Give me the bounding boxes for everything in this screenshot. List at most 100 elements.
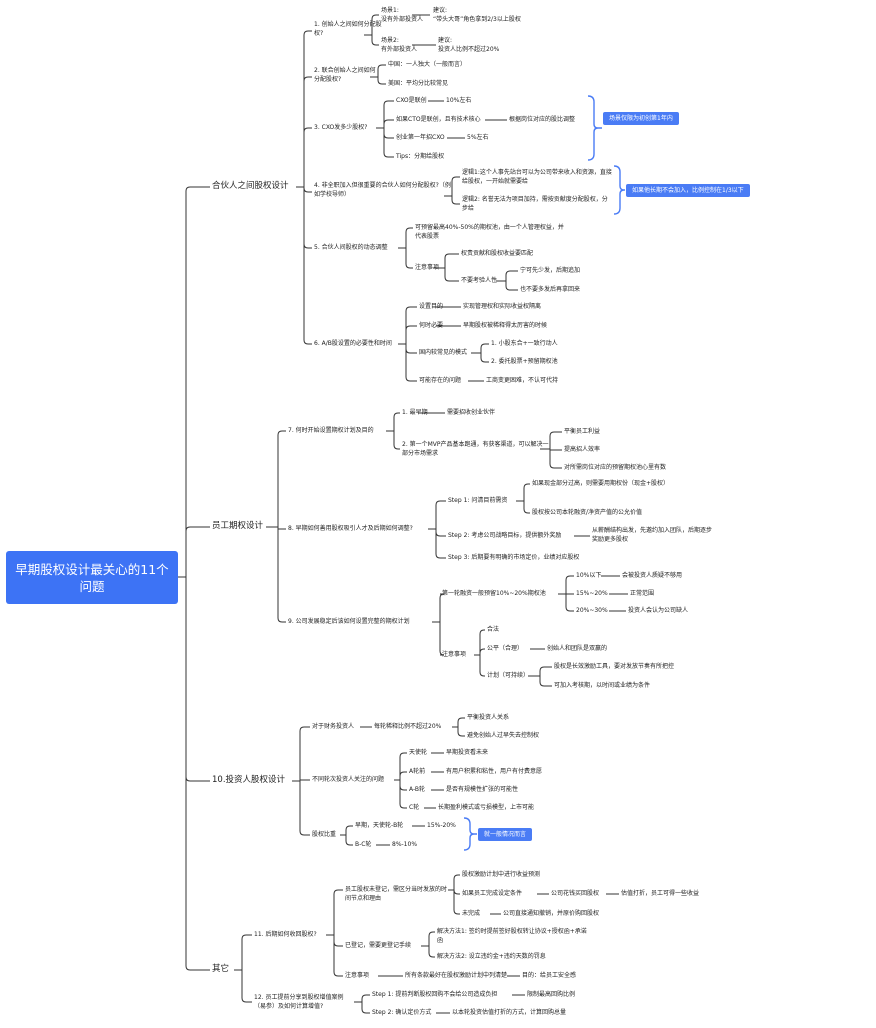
node-i3[interactable]: 股权比重 [312,831,337,838]
node-r3v[interactable]: 所有条款最好在股权激励计划中列清楚 [405,972,508,979]
node-st1b[interactable]: 股权按公司本轮融资/净资产值的公允价值 [532,509,643,516]
node-r1c[interactable]: 未完成 [462,910,481,917]
node-e2b[interactable]: 提高招人效率 [564,446,601,453]
node-i3b[interactable]: B-C轮 [355,841,372,848]
question-appreciation[interactable]: 12. 员工提前分享到股权增值案例（易参）及如何计算增值? [254,994,344,1010]
node-p1bv[interactable]: 正常范围 [630,590,655,597]
node-i2c[interactable]: A-B轮 [409,786,426,793]
node-w1v[interactable]: 限制最高回购比例 [527,991,576,998]
node-r2b[interactable]: 解决方法2: 设立违约金+违约天数的罚息 [437,953,546,960]
node-i1[interactable]: 对于财务投资人 [312,723,355,730]
node-r1bv[interactable]: 公司花钱买回股权 [551,890,600,897]
node-s1[interactable]: 场景1:没有外部投资人 [381,7,424,23]
node-p2b[interactable]: 公平（合理） [487,645,524,652]
node-st1a[interactable]: 如果现金部分过高，则需要用期权份（现金+股权） [532,480,670,487]
node-r1cv[interactable]: 公司直接通知撤销，并原价购回股权 [503,910,600,917]
node-i2[interactable]: 不同轮次投资人关注的问题 [312,776,385,783]
node-p2c2[interactable]: 可加入考核期，以时间或业绩为条件 [554,682,651,689]
node-ab4v[interactable]: 工商变更困难，不认可代持 [486,377,559,384]
node-i2bv[interactable]: 有用户积累和粘性，用户有付费意愿 [446,768,543,775]
node-d1[interactable]: 可预留最高40%-50%的期权池，由一个人管理权益，并代表股票 [415,224,564,240]
category-others[interactable]: 其它 [212,964,230,974]
node-p2a[interactable]: 合法 [487,626,500,633]
node-i1a[interactable]: 平衡投资人关系 [467,714,510,721]
node-st1[interactable]: Step 1: 问清目前需资 [448,497,508,504]
node-d5[interactable]: 宁可先少发，后期追加 [520,267,581,274]
node-p1c[interactable]: 20%~30% [576,607,608,614]
node-i3a[interactable]: 早期，天使轮-B轮 [355,822,404,829]
node-p2[interactable]: 注意事项 [442,651,467,658]
question-full-plan[interactable]: 9. 公司发展稳定后该如何设置完整的期权计划 [288,618,410,625]
node-w2[interactable]: Step 2: 确认定价方式 [372,1009,432,1016]
node-ab3[interactable]: 国内较常见的模式 [419,349,468,356]
tag-general-case[interactable]: 就一般情况而言 [478,828,533,841]
question-cxo[interactable]: 3. CXO发多少股权? [314,124,368,131]
node-cxo1[interactable]: CXO是联创 [396,97,427,104]
node-d4[interactable]: 不要考验人性 [461,277,498,284]
node-ctov[interactable]: 根据岗位对应的股比调整 [509,116,576,123]
node-e1[interactable]: 1. 最早期 [402,409,428,416]
node-st3[interactable]: Step 3: 后期要有明确的市场定价，业绩对应股权 [448,554,580,561]
node-cxo1v[interactable]: 10%左右 [446,97,472,104]
node-tips[interactable]: Tips：分期给股权 [396,153,445,160]
node-d3[interactable]: 权责贡献和股权收益要匹配 [461,250,534,257]
node-p1[interactable]: 第一轮融资一般预留10%~20%期权池 [442,590,546,597]
node-r2a[interactable]: 解决方法1: 签约时提前签好股权转让协议+授权函+承诺函 [437,928,587,944]
node-ab2v[interactable]: 早期股权被稀释得太厉害的时候 [463,322,548,329]
node-ab3a[interactable]: 1. 小股东合+一致行动人 [491,340,558,347]
node-i2b[interactable]: A轮前 [409,768,426,775]
node-ab3b[interactable]: 2. 委托股票+预留期权池 [491,358,558,365]
node-cn[interactable]: 中国：一人独大（一般而言） [388,61,467,68]
node-i2a[interactable]: 天使轮 [409,749,428,756]
node-ab2[interactable]: 何时必要 [419,322,444,329]
tag-one-third[interactable]: 如果他长期不会加入，比例控制在1/3以下 [626,184,750,197]
node-p1cv[interactable]: 投资人会认为公司缺人 [628,607,689,614]
question-buyback[interactable]: 11. 后期如何收回股权? [254,931,317,938]
category-investor-equity[interactable]: 10.投资人股权设计 [212,775,286,785]
node-i1v[interactable]: 每轮稀释比例不超过20% [374,723,442,730]
node-j1[interactable]: 建议:“带头大哥”角色拿到2/3以上股权 [433,7,521,23]
node-st2v[interactable]: 从薪酬结构出发，先邀约加入团队，后期逐步奖励更多股权 [592,527,713,543]
node-us[interactable]: 美国：平均分比较常见 [388,80,449,87]
category-employee-options[interactable]: 员工期权设计 [212,521,264,531]
question-parttime[interactable]: 4. 非全职加入但很重要的合伙人如何分配股权?（例如学校导师） [314,182,451,198]
node-e2[interactable]: 2. 第一个MVP产品基本跑通，有获客渠道，可以解决一部分市场需求 [402,441,549,457]
question-founders[interactable]: 1. 创始人之间如何分配股权? [314,21,382,37]
node-i2d[interactable]: C轮 [409,804,420,811]
node-r1a[interactable]: 股权激励计划中进行收益预测 [462,871,541,878]
node-p1b[interactable]: 15%~20% [576,590,608,597]
node-r1b[interactable]: 如果员工完成设定条件 [462,890,523,897]
node-r3w[interactable]: 目的：给员工安全感 [522,972,577,979]
node-s2[interactable]: 场景2:有外部投资人 [381,37,418,53]
node-r1bw[interactable]: 估值打折，员工可得一些收益 [621,890,700,897]
node-d2[interactable]: 注意事项 [415,264,440,271]
node-e1v[interactable]: 需要招收创业伙伴 [447,409,496,416]
node-r3[interactable]: 注意事项 [345,972,370,979]
node-i1b[interactable]: 避免创始人过早失去控制权 [467,732,540,739]
node-st2[interactable]: Step 2: 考虑公司战略目标，提供额外奖励 [448,532,562,539]
node-w1[interactable]: Step 1: 提前判断股权回购不会给公司造成负担 [372,991,498,998]
node-e2a[interactable]: 平衡员工利益 [564,428,601,435]
node-ab1v[interactable]: 实现管理权和实际收益权隔离 [463,303,542,310]
node-i2av[interactable]: 早期投资看未来 [446,749,489,756]
category-partner-equity[interactable]: 合伙人之间股权设计 [212,181,289,191]
node-ab4[interactable]: 可能存在的问题 [419,377,462,384]
node-i3bv[interactable]: 8%-10% [392,841,418,848]
node-p2c1[interactable]: 股权是长效激励工具，要对发放节奏有所把控 [554,663,675,670]
node-p2c[interactable]: 计划（可持续） [487,672,530,679]
node-p1a[interactable]: 10%以下 [576,572,602,579]
node-p2bv[interactable]: 创始人和团队是双赢的 [547,645,608,652]
question-ab-shares[interactable]: 6. A/B股设置的必要性和时间 [314,340,392,347]
node-e2c[interactable]: 对所需岗位对应的预留期权池心里有数 [564,464,667,471]
node-l1[interactable]: 逻辑1:这个人事先站台可以为公司带来收入和资源，直接给股权，一开始就需要给 [462,169,612,185]
root-node[interactable]: 早期股权设计最关心的11个问题 [6,551,178,604]
node-cxo2[interactable]: 创业第一年招CXO [396,134,445,141]
node-p1av[interactable]: 会被投资人质疑不够用 [622,572,683,579]
node-i3av[interactable]: 15%-20% [427,822,456,829]
question-dynamic[interactable]: 5. 合伙人间股权的动态调整 [314,244,388,251]
node-j2[interactable]: 建议:投资人比例不超过20% [438,37,500,53]
node-r2[interactable]: 已登记，需要更登记手续 [345,942,412,949]
node-ab1[interactable]: 设置目的 [419,303,444,310]
node-i2dv[interactable]: 长期盈利模式或亏损模型，上市可能 [438,804,535,811]
node-i2cv[interactable]: 是否有规模性扩张的可能性 [446,786,519,793]
